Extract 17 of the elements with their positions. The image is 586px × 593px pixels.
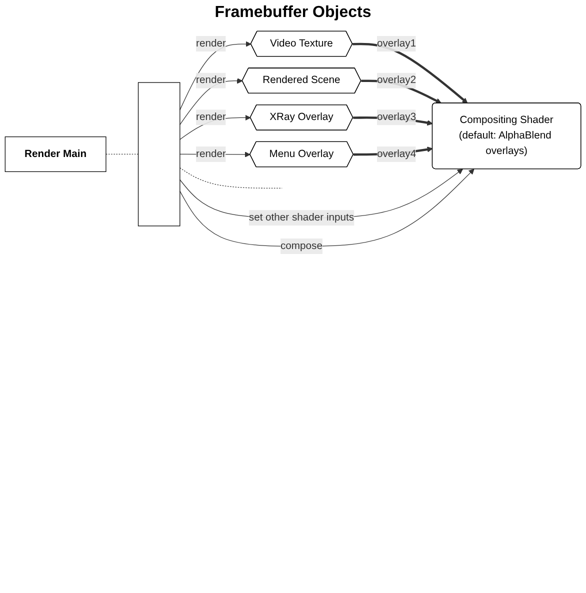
connector [180,168,282,188]
edge-label: render [196,112,226,123]
edge-label: overlay4 [377,148,416,160]
arrow [180,41,252,110]
edge-label: render [196,148,226,160]
edge-label: render [196,74,226,86]
node-box: Render Main [4,136,106,172]
node-bar [138,82,180,226]
edge-label: overlay3 [377,112,416,123]
connector [106,154,139,155]
arrow [180,78,243,126]
edge-label: overlay1 [377,38,416,49]
edge-label: compose [280,240,322,252]
edge-label: set other shader inputs [248,212,354,224]
heading-label: Framebuffer Objects [214,4,372,22]
edge-label: overlay2 [377,74,416,86]
edge-label: render [196,38,226,49]
